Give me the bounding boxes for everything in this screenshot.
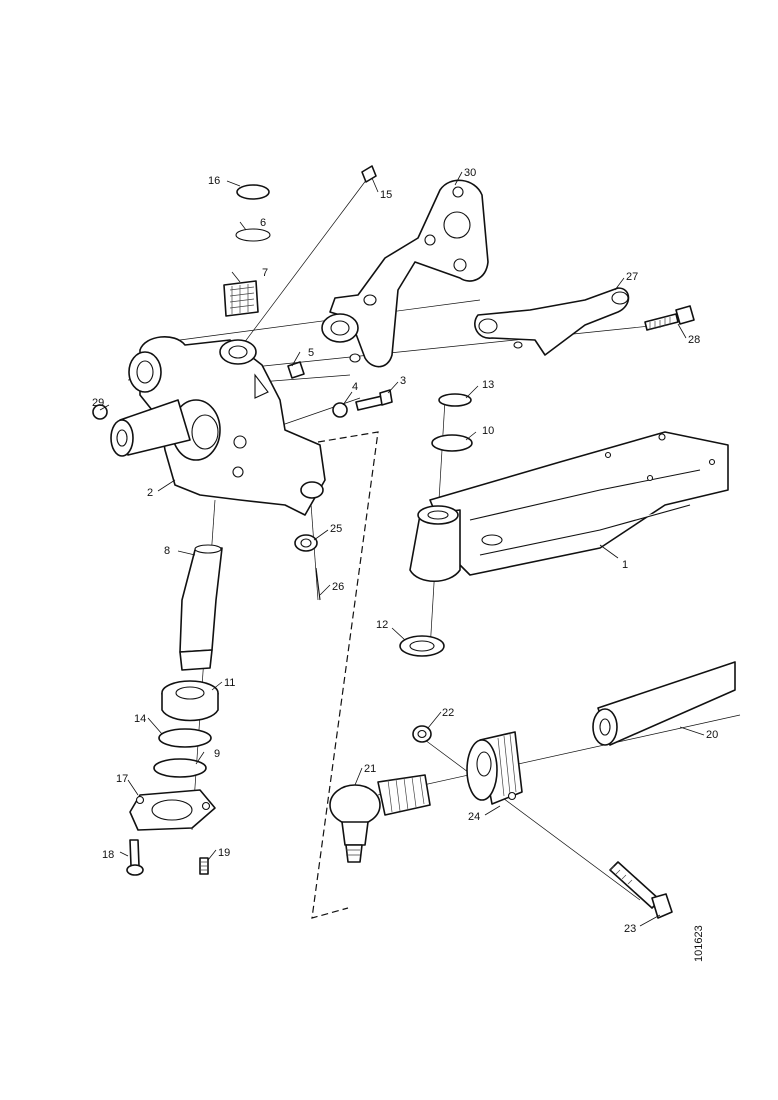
part-18-bolt <box>126 839 144 876</box>
callout-1: 1 <box>622 559 628 571</box>
part-5-bolt <box>287 361 305 379</box>
callout-26: 26 <box>332 581 344 593</box>
callout-16: 16 <box>208 175 220 187</box>
part-2-steering-knuckle <box>128 336 326 516</box>
part-8-kingpin <box>179 544 223 671</box>
callout-leader-lines <box>99 171 705 927</box>
part-23-clamp-bolt <box>609 861 673 919</box>
callout-5: 5 <box>308 347 314 359</box>
callout-11: 11 <box>224 677 235 689</box>
part-15-nipple <box>361 165 377 183</box>
callout-13: 13 <box>482 379 494 391</box>
part-19-bolt <box>199 857 209 875</box>
callout-12: 12 <box>376 619 388 631</box>
callout-14: 14 <box>134 713 146 725</box>
figure-reference-number: 101623 <box>693 925 705 962</box>
callout-22: 22 <box>442 707 454 719</box>
part-30-mount-bracket <box>321 179 489 368</box>
callout-9: 9 <box>214 748 220 760</box>
part-21-ball-joint <box>329 774 431 863</box>
part-28-bolt <box>644 305 695 331</box>
part-4-nut <box>332 402 348 418</box>
part-14-ring <box>158 728 212 748</box>
part-7-needle-bearing <box>223 280 259 317</box>
callout-labels: 1 2 3 4 5 6 7 8 9 10 11 12 13 14 15 16 1… <box>92 167 718 935</box>
callout-15: 15 <box>380 189 392 201</box>
callout-10: 10 <box>482 425 494 437</box>
part-24-clamp <box>466 731 523 805</box>
callout-4: 4 <box>352 381 358 393</box>
part-16-cap <box>236 184 270 200</box>
part-1-axle-beam <box>429 431 729 576</box>
part-10-ring <box>431 434 473 452</box>
callout-2: 2 <box>147 487 153 499</box>
callout-21: 21 <box>364 763 376 775</box>
part-3-bolt <box>355 389 393 411</box>
callout-3: 3 <box>400 375 406 387</box>
part-13-seal <box>438 393 472 407</box>
part-27-steering-arm <box>474 287 630 356</box>
callout-18: 18 <box>102 849 114 861</box>
callout-23: 23 <box>624 923 636 935</box>
part-22-nut <box>412 725 432 743</box>
callout-27: 27 <box>626 271 638 283</box>
callout-30: 30 <box>464 167 476 179</box>
part-12-washer <box>399 635 445 657</box>
part-20-tie-rod <box>592 661 736 746</box>
part-26-cotter-pin <box>315 567 321 601</box>
callout-28: 28 <box>688 334 700 346</box>
part-17-flange-plate <box>129 789 216 831</box>
part-6-ring <box>235 228 271 242</box>
callout-29: 29 <box>92 397 104 409</box>
callout-24: 24 <box>468 811 480 823</box>
callout-7: 7 <box>262 267 268 279</box>
callout-6: 6 <box>260 217 266 229</box>
callout-8: 8 <box>164 545 170 557</box>
knuckle-spindle <box>110 399 191 457</box>
callout-19: 19 <box>218 847 230 859</box>
part-25-castle-nut <box>294 534 318 552</box>
part-9-ring <box>153 758 207 778</box>
callout-17: 17 <box>116 773 128 785</box>
callout-20: 20 <box>706 729 718 741</box>
axle-kingpin-boss <box>409 505 461 582</box>
callout-25: 25 <box>330 523 342 535</box>
part-11-bearing <box>161 680 219 722</box>
